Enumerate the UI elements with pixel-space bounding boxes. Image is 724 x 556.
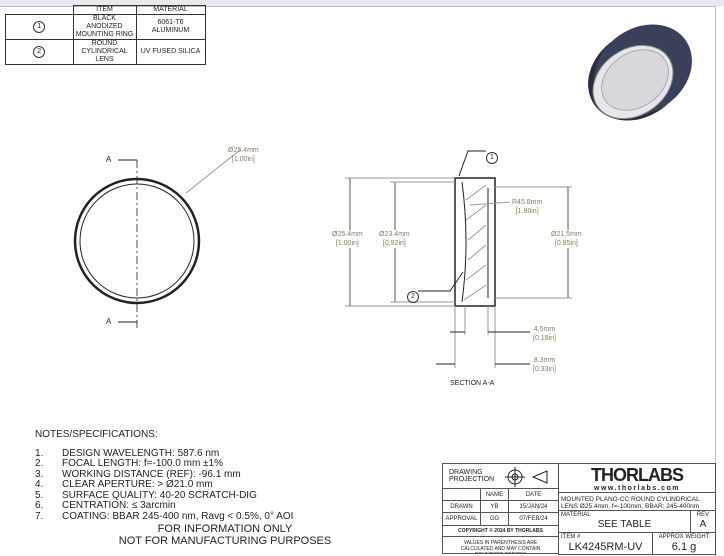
part-description: MOUNTED PLANO-CC ROUND CYLINDRICAL LENS … <box>558 492 716 511</box>
note-item: 4.CLEAR APERTURE: > Ø21.0 mm <box>35 479 213 490</box>
bom-material: UV FUSED SILICA <box>135 39 206 65</box>
isometric-render <box>588 24 692 121</box>
note-item: 7.COATING: BBAR 245-400 nm, Ravg < 0.5%,… <box>35 510 294 522</box>
approval-name: GG <box>480 512 509 526</box>
dim-thickness-1: 4.5mm[0.18in] <box>533 326 556 342</box>
item-number-cell: ITEM #LK4245RM-UV <box>558 532 653 555</box>
balloon: 1 <box>33 21 46 33</box>
dim-outer-diameter: Ø25.4mm[1.00in] <box>332 230 363 248</box>
front-diameter-dim: Ø25.4mm[1.00in] <box>228 147 259 163</box>
dim-thickness-2: 8.3mm[0.33in] <box>533 357 556 373</box>
section-title: SECTION A-A <box>450 380 495 387</box>
section-label-bottom: A <box>106 317 112 326</box>
approval-date: 07/FEB/24 <box>508 512 559 526</box>
drawing-projection: DRAWING PROJECTION <box>442 463 559 489</box>
balloon-2: 2 <box>407 291 419 303</box>
dim-inner-diameter: Ø23.4mm[0.92in] <box>379 230 410 248</box>
balloon: 2 <box>33 46 46 58</box>
note-item: 2.FOCAL LENGTH: f=-100.0 mm ±1% <box>35 458 223 469</box>
notes-title: NOTES/SPECIFICATIONS: <box>35 429 158 440</box>
note-item: 6.CENTRATION: ≤ 3arcmin <box>35 500 176 511</box>
third-angle-projection-icon <box>505 467 548 487</box>
note-item: 5.SURFACE QUALITY: 40-20 SCRATCH-DIG <box>35 489 257 501</box>
note-item: 3.WORKING DISTANCE (REF): -96.1 mm <box>35 468 241 480</box>
notes: NOTES/SPECIFICATIONS: 1.DESIGN WAVELENGT… <box>35 429 294 522</box>
top-strip <box>0 0 724 6</box>
approval-label: APPROVAL <box>442 512 481 526</box>
dim-radius: R45.8mm[1.80in] <box>512 199 543 215</box>
dim-aperture-diameter: Ø21.5mm[0.85in] <box>551 230 582 248</box>
balloon-1: 1 <box>486 152 498 164</box>
drawing-border <box>0 6 716 556</box>
values-note: VALUES IN PARENTHESIS ARE CALCULATED AND… <box>442 536 559 554</box>
note-item: 1.DESIGN WAVELENGTH: 587.6 nm <box>35 447 220 459</box>
section-label-top: A <box>106 155 112 164</box>
